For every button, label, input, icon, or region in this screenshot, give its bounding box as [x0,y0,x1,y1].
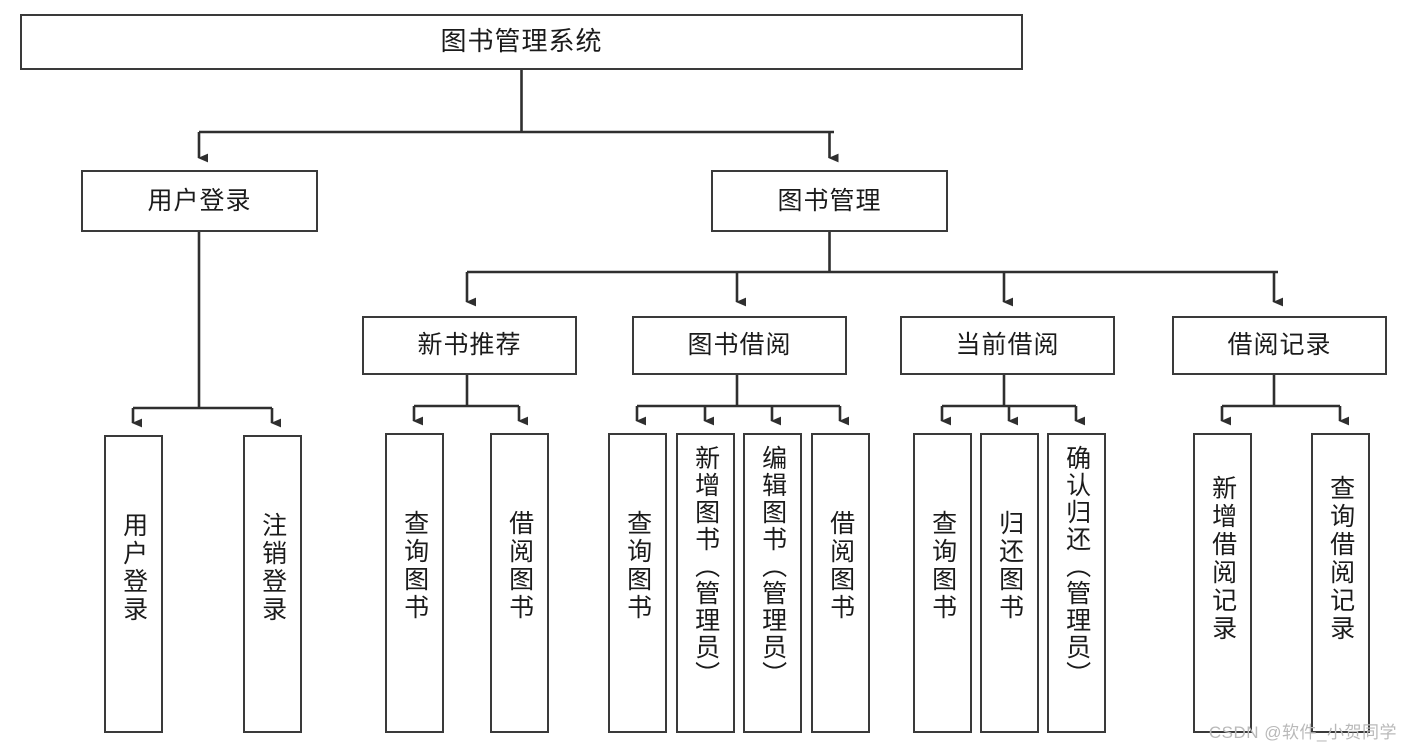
node-leaf-query-book-2[interactable]: 查询图书 [608,433,667,733]
node-book-manage[interactable]: 图书管理 [711,170,948,232]
node-leaf-add-record-label: 新增借阅记录 [1208,475,1237,643]
node-new-book-rec-label: 新书推荐 [417,331,522,360]
node-book-manage-label: 图书管理 [777,186,882,215]
node-leaf-logout-label: 注销登录 [258,512,287,624]
node-leaf-edit-book-label: 编辑图书（管理员） [758,445,787,688]
node-leaf-edit-book[interactable]: 编辑图书（管理员） [743,433,802,733]
node-leaf-add-book-label: 新增图书（管理员） [691,445,720,688]
node-leaf-confirm-return[interactable]: 确认归还（管理员） [1047,433,1106,733]
node-user-login[interactable]: 用户登录 [81,170,318,232]
node-leaf-query-book-3-label: 查询图书 [928,510,957,622]
node-leaf-user-login-label: 用户登录 [119,512,148,624]
node-new-book-rec[interactable]: 新书推荐 [362,316,577,375]
node-leaf-borrow-book-2-label: 借阅图书 [826,510,855,622]
node-leaf-user-login[interactable]: 用户登录 [104,435,163,733]
node-leaf-return-book-label: 归还图书 [995,510,1024,622]
node-leaf-logout[interactable]: 注销登录 [243,435,302,733]
node-book-borrow[interactable]: 图书借阅 [632,316,847,375]
node-leaf-borrow-book-2[interactable]: 借阅图书 [811,433,870,733]
node-current-borrow[interactable]: 当前借阅 [900,316,1115,375]
node-leaf-query-book-1[interactable]: 查询图书 [385,433,444,733]
node-root-label: 图书管理系统 [440,26,603,57]
node-borrow-record-label: 借阅记录 [1227,331,1332,360]
node-leaf-query-book-1-label: 查询图书 [400,510,429,622]
node-leaf-query-book-2-label: 查询图书 [623,510,652,622]
node-leaf-return-book[interactable]: 归还图书 [980,433,1039,733]
node-current-borrow-label: 当前借阅 [955,331,1060,360]
node-user-login-label: 用户登录 [147,186,252,215]
node-leaf-confirm-return-label: 确认归还（管理员） [1062,445,1091,688]
node-leaf-query-record[interactable]: 查询借阅记录 [1311,433,1370,733]
node-leaf-query-record-label: 查询借阅记录 [1326,475,1355,643]
node-book-borrow-label: 图书借阅 [687,331,792,360]
node-borrow-record[interactable]: 借阅记录 [1172,316,1387,375]
node-root[interactable]: 图书管理系统 [20,14,1023,70]
node-leaf-borrow-book-1[interactable]: 借阅图书 [490,433,549,733]
node-leaf-add-record[interactable]: 新增借阅记录 [1193,433,1252,733]
node-leaf-borrow-book-1-label: 借阅图书 [505,510,534,622]
node-leaf-add-book[interactable]: 新增图书（管理员） [676,433,735,733]
node-leaf-query-book-3[interactable]: 查询图书 [913,433,972,733]
watermark: CSDN @软件_小贺同学 [1208,723,1397,742]
